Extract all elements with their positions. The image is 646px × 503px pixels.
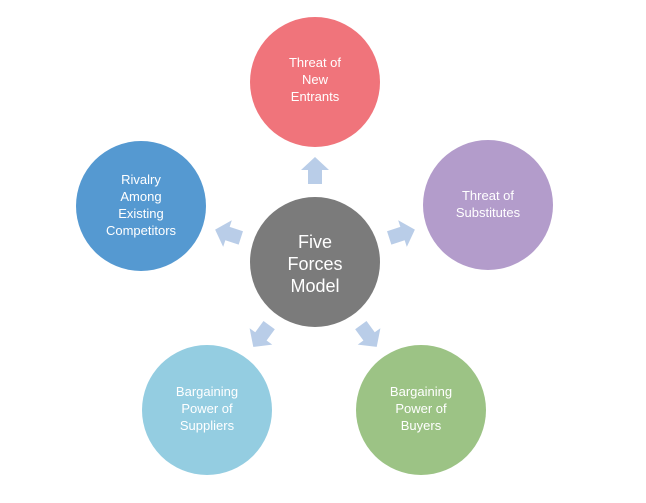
center-label-line-3: Model	[290, 276, 339, 296]
force-threat-of-substitutes: Threat of Substitutes	[423, 140, 553, 270]
force-label-line-3: Existing	[118, 206, 164, 221]
force-label-line-3: Suppliers	[180, 418, 235, 433]
force-circle-bargaining-power-of-suppliers	[142, 345, 272, 475]
center-circle	[250, 197, 380, 327]
center-label-line-1: Five	[298, 232, 332, 252]
arrow-to-bargaining-power-of-suppliers-icon	[249, 320, 275, 347]
force-circle-threat-of-new-entrants	[250, 17, 380, 147]
force-label-line-3: Entrants	[291, 89, 340, 104]
force-threat-of-new-entrants: Threat of New Entrants	[250, 17, 380, 147]
force-label-line-4: Competitors	[106, 223, 177, 238]
force-circle-threat-of-substitutes	[423, 140, 553, 270]
force-label-line-1: Bargaining	[390, 384, 452, 399]
force-bargaining-power-of-buyers: Bargaining Power of Buyers	[356, 345, 486, 475]
force-label-line-2: Substitutes	[456, 205, 521, 220]
arrow-to-threat-of-new-entrants-icon	[301, 157, 329, 184]
arrows-layer	[215, 157, 415, 347]
force-rivalry-among-existing-competitors: Rivalry Among Existing Competitors	[76, 141, 206, 271]
force-circle-bargaining-power-of-buyers	[356, 345, 486, 475]
force-label-line-2: New	[302, 72, 329, 87]
force-label-line-2: Among	[120, 189, 161, 204]
force-label-line-1: Rivalry	[121, 172, 161, 187]
arrow-to-bargaining-power-of-buyers-icon	[355, 320, 381, 347]
center-label-line-2: Forces	[287, 254, 342, 274]
force-label-line-1: Threat of	[462, 188, 514, 203]
center-node: Five Forces Model	[250, 197, 380, 327]
arrow-to-threat-of-substitutes-icon	[387, 220, 415, 247]
force-label-line-1: Threat of	[289, 55, 341, 70]
force-label-line-2: Power of	[395, 401, 447, 416]
force-label-line-3: Buyers	[401, 418, 442, 433]
force-bargaining-power-of-suppliers: Bargaining Power of Suppliers	[142, 345, 272, 475]
force-label-line-2: Power of	[181, 401, 233, 416]
force-circle-rivalry-among-existing-competitors	[76, 141, 206, 271]
arrow-to-rivalry-among-existing-competitors-icon	[215, 220, 243, 247]
force-label-line-1: Bargaining	[176, 384, 238, 399]
